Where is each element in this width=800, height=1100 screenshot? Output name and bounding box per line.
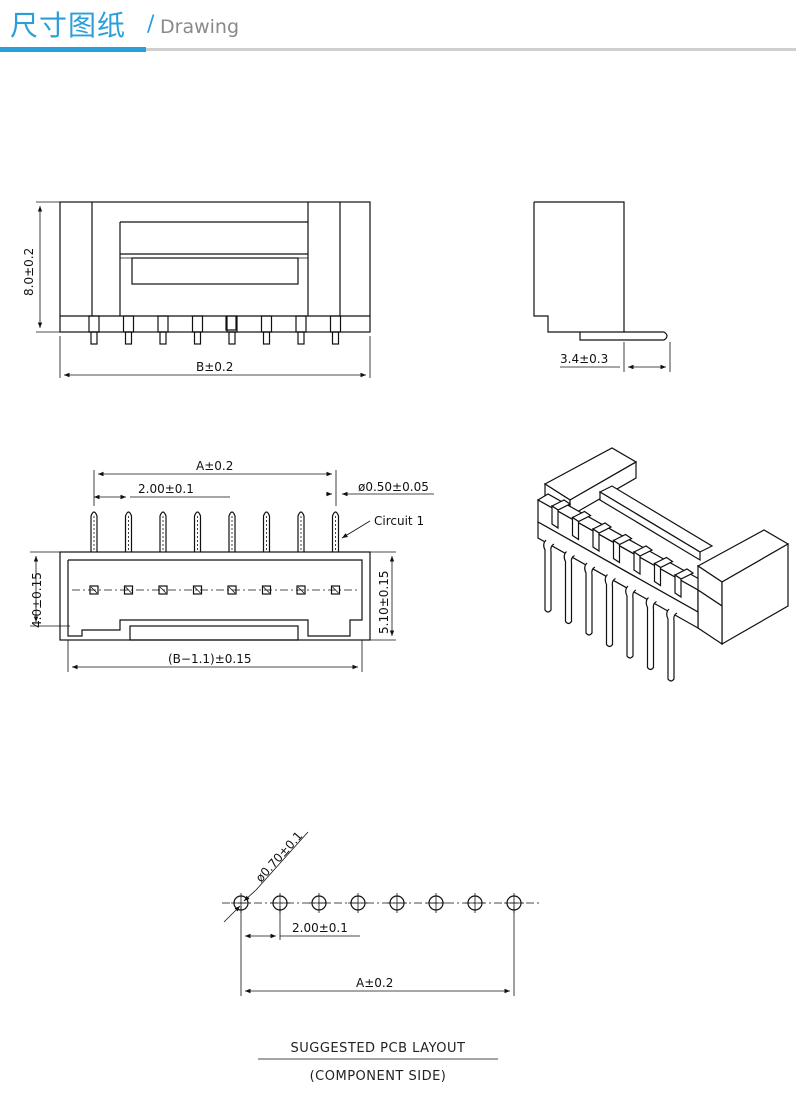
front-pin-lead — [297, 331, 305, 345]
front-inner-plate — [131, 257, 299, 285]
bottom-span-dim: A±0.2 — [196, 459, 233, 473]
bottom-right-height-dim: 5.10±0.15 — [377, 571, 391, 635]
pcb-pitch-dim: 2.00±0.1 — [292, 921, 348, 935]
side-view: 3.4±0.3 — [533, 201, 671, 372]
iso-pin — [584, 562, 596, 636]
bottom-pin-pad-mark — [332, 586, 339, 594]
bottom-pin-pad — [261, 585, 272, 595]
title-separator: / — [147, 12, 155, 37]
bottom-pin-lead — [159, 511, 167, 552]
bottom-pins — [89, 511, 341, 595]
iso-tooth-side — [551, 504, 559, 530]
bottom-pin-lead — [228, 511, 236, 552]
circuit-1-label: Circuit 1 — [374, 514, 424, 528]
front-pin-lead — [331, 331, 340, 345]
bottom-pin-dim: ø0.50±0.05 — [358, 480, 429, 494]
bottom-pin-lead — [124, 511, 133, 552]
isometric-view — [536, 447, 790, 682]
iso-pin — [625, 585, 637, 659]
bottom-pin-pad-mark — [297, 586, 305, 594]
bottom-pitch-dim: 2.00±0.1 — [138, 482, 194, 496]
front-pin-body — [260, 315, 273, 333]
iso-tooth-side — [571, 516, 580, 541]
bottom-pin-pad-mark — [125, 586, 132, 594]
bottom-pin-lead — [90, 511, 98, 552]
page-title-en: Drawing — [160, 16, 240, 38]
front-pin-lead — [228, 331, 236, 345]
front-height-dim: 8.0±0.2 — [22, 248, 36, 296]
bottom-pin-pad-mark — [228, 586, 236, 594]
bottom-inner-outline — [67, 559, 363, 637]
bottom-pin-lead — [193, 511, 202, 552]
bottom-pin-pad — [296, 585, 306, 595]
front-pin-lead — [262, 331, 271, 345]
bottom-pin-pad-mark — [263, 586, 270, 594]
bottom-pin-pad — [227, 585, 237, 595]
bottom-pin-pad — [158, 585, 168, 595]
front-pin-body — [157, 315, 169, 333]
side-lead — [579, 331, 668, 341]
front-pin-highlight — [225, 316, 237, 331]
page-header: 尺寸图纸 / Drawing — [0, 0, 800, 60]
iso-tooth-side — [612, 539, 621, 564]
bottom-pin-pad — [192, 585, 203, 595]
pcb-span-dim: A±0.2 — [356, 976, 393, 990]
front-pin-lead — [124, 331, 133, 345]
front-pin-lead — [193, 331, 202, 345]
iso-tooth-side — [633, 550, 641, 576]
front-pin-lead — [159, 331, 167, 345]
bottom-pin-pad-mark — [90, 586, 98, 594]
front-view: 8.0±0.2 B±0.2 — [22, 201, 371, 378]
front-pin-body — [122, 315, 135, 333]
bottom-housing-outline — [59, 551, 371, 641]
front-housing-outline — [59, 201, 371, 333]
front-pin-body — [191, 315, 204, 333]
page-title-cn: 尺寸图纸 — [10, 9, 127, 42]
iso-pin — [563, 551, 575, 625]
header-accent-rule — [0, 47, 146, 52]
front-pins — [88, 315, 342, 345]
bottom-view: A±0.2 2.00±0.1 ø0.50±0.05 Circuit 1 4.0±… — [30, 459, 434, 672]
pcb-caption-title: SUGGESTED PCB LAYOUT — [291, 1041, 466, 1056]
bottom-pin-lead — [262, 511, 271, 552]
bottom-left-height-dim: 4.0±0.15 — [30, 572, 44, 628]
bottom-pin-lead — [297, 511, 305, 552]
bottom-pin-pad — [89, 585, 99, 595]
bottom-pin-pad-mark — [159, 586, 167, 594]
bottom-pin-pad-mark — [194, 586, 201, 594]
header-rule — [0, 48, 796, 51]
pcb-hole-dim: ø0.70±0.1 — [253, 829, 306, 885]
front-pin-body — [88, 315, 100, 333]
pcb-caption-subtitle: (COMPONENT SIDE) — [310, 1069, 447, 1084]
iso-pin — [666, 608, 678, 682]
front-pin-body — [295, 315, 307, 333]
bottom-latch — [129, 625, 299, 641]
iso-pin — [604, 574, 616, 648]
bottom-pin-pad — [123, 585, 134, 595]
front-width-dim: B±0.2 — [196, 360, 233, 374]
pcb-layout: ø0.70±0.1 2.00±0.1 A±0.2 SUGGESTED PCB L… — [222, 829, 540, 1084]
side-depth-dim: 3.4±0.3 — [560, 352, 608, 366]
front-pin-body — [329, 315, 342, 333]
bottom-pin-lead — [331, 511, 340, 552]
iso-tooth-side — [592, 527, 600, 553]
bottom-pin-pad — [330, 585, 341, 595]
front-pin-lead — [90, 331, 98, 345]
bottom-body-width-dim: (B−1.1)±0.15 — [168, 652, 252, 666]
iso-pin — [645, 597, 657, 671]
iso-tooth-side — [653, 562, 662, 587]
iso-pin — [543, 539, 555, 613]
iso-tooth-side — [674, 573, 682, 599]
side-housing-outline — [533, 201, 625, 333]
